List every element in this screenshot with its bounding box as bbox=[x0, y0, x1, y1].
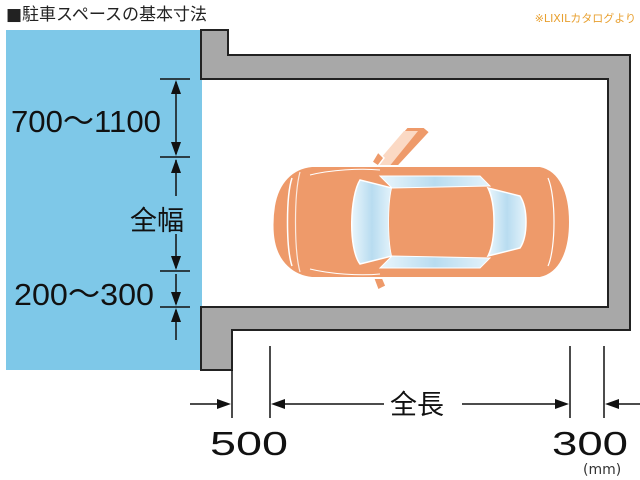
length-extension-lines bbox=[231, 346, 605, 418]
door-clearance-dimension bbox=[160, 78, 190, 158]
door-clearance-label: 700〜1100 bbox=[11, 104, 161, 139]
rear-clearance-dimension bbox=[605, 399, 640, 409]
front-clearance-dimension bbox=[190, 399, 231, 409]
source-note: ※LIXILカタログより bbox=[535, 11, 636, 25]
overall-width-label: 全幅 bbox=[130, 206, 184, 237]
rear-clearance-label: 300 bbox=[552, 425, 628, 462]
road-area bbox=[6, 30, 202, 370]
diagram-title: ■駐車スペースの基本寸法 bbox=[6, 5, 207, 25]
side-clearance-label: 200〜300 bbox=[14, 277, 154, 312]
overall-length-dimension bbox=[271, 399, 569, 409]
front-clearance-label: 500 bbox=[210, 425, 288, 462]
overall-width-dimension bbox=[160, 159, 190, 272]
side-clearance-dimension bbox=[160, 274, 190, 340]
unit-label: (mm) bbox=[583, 462, 621, 478]
car-top-view-icon bbox=[271, 126, 572, 292]
overall-length-label: 全長 bbox=[390, 390, 444, 421]
